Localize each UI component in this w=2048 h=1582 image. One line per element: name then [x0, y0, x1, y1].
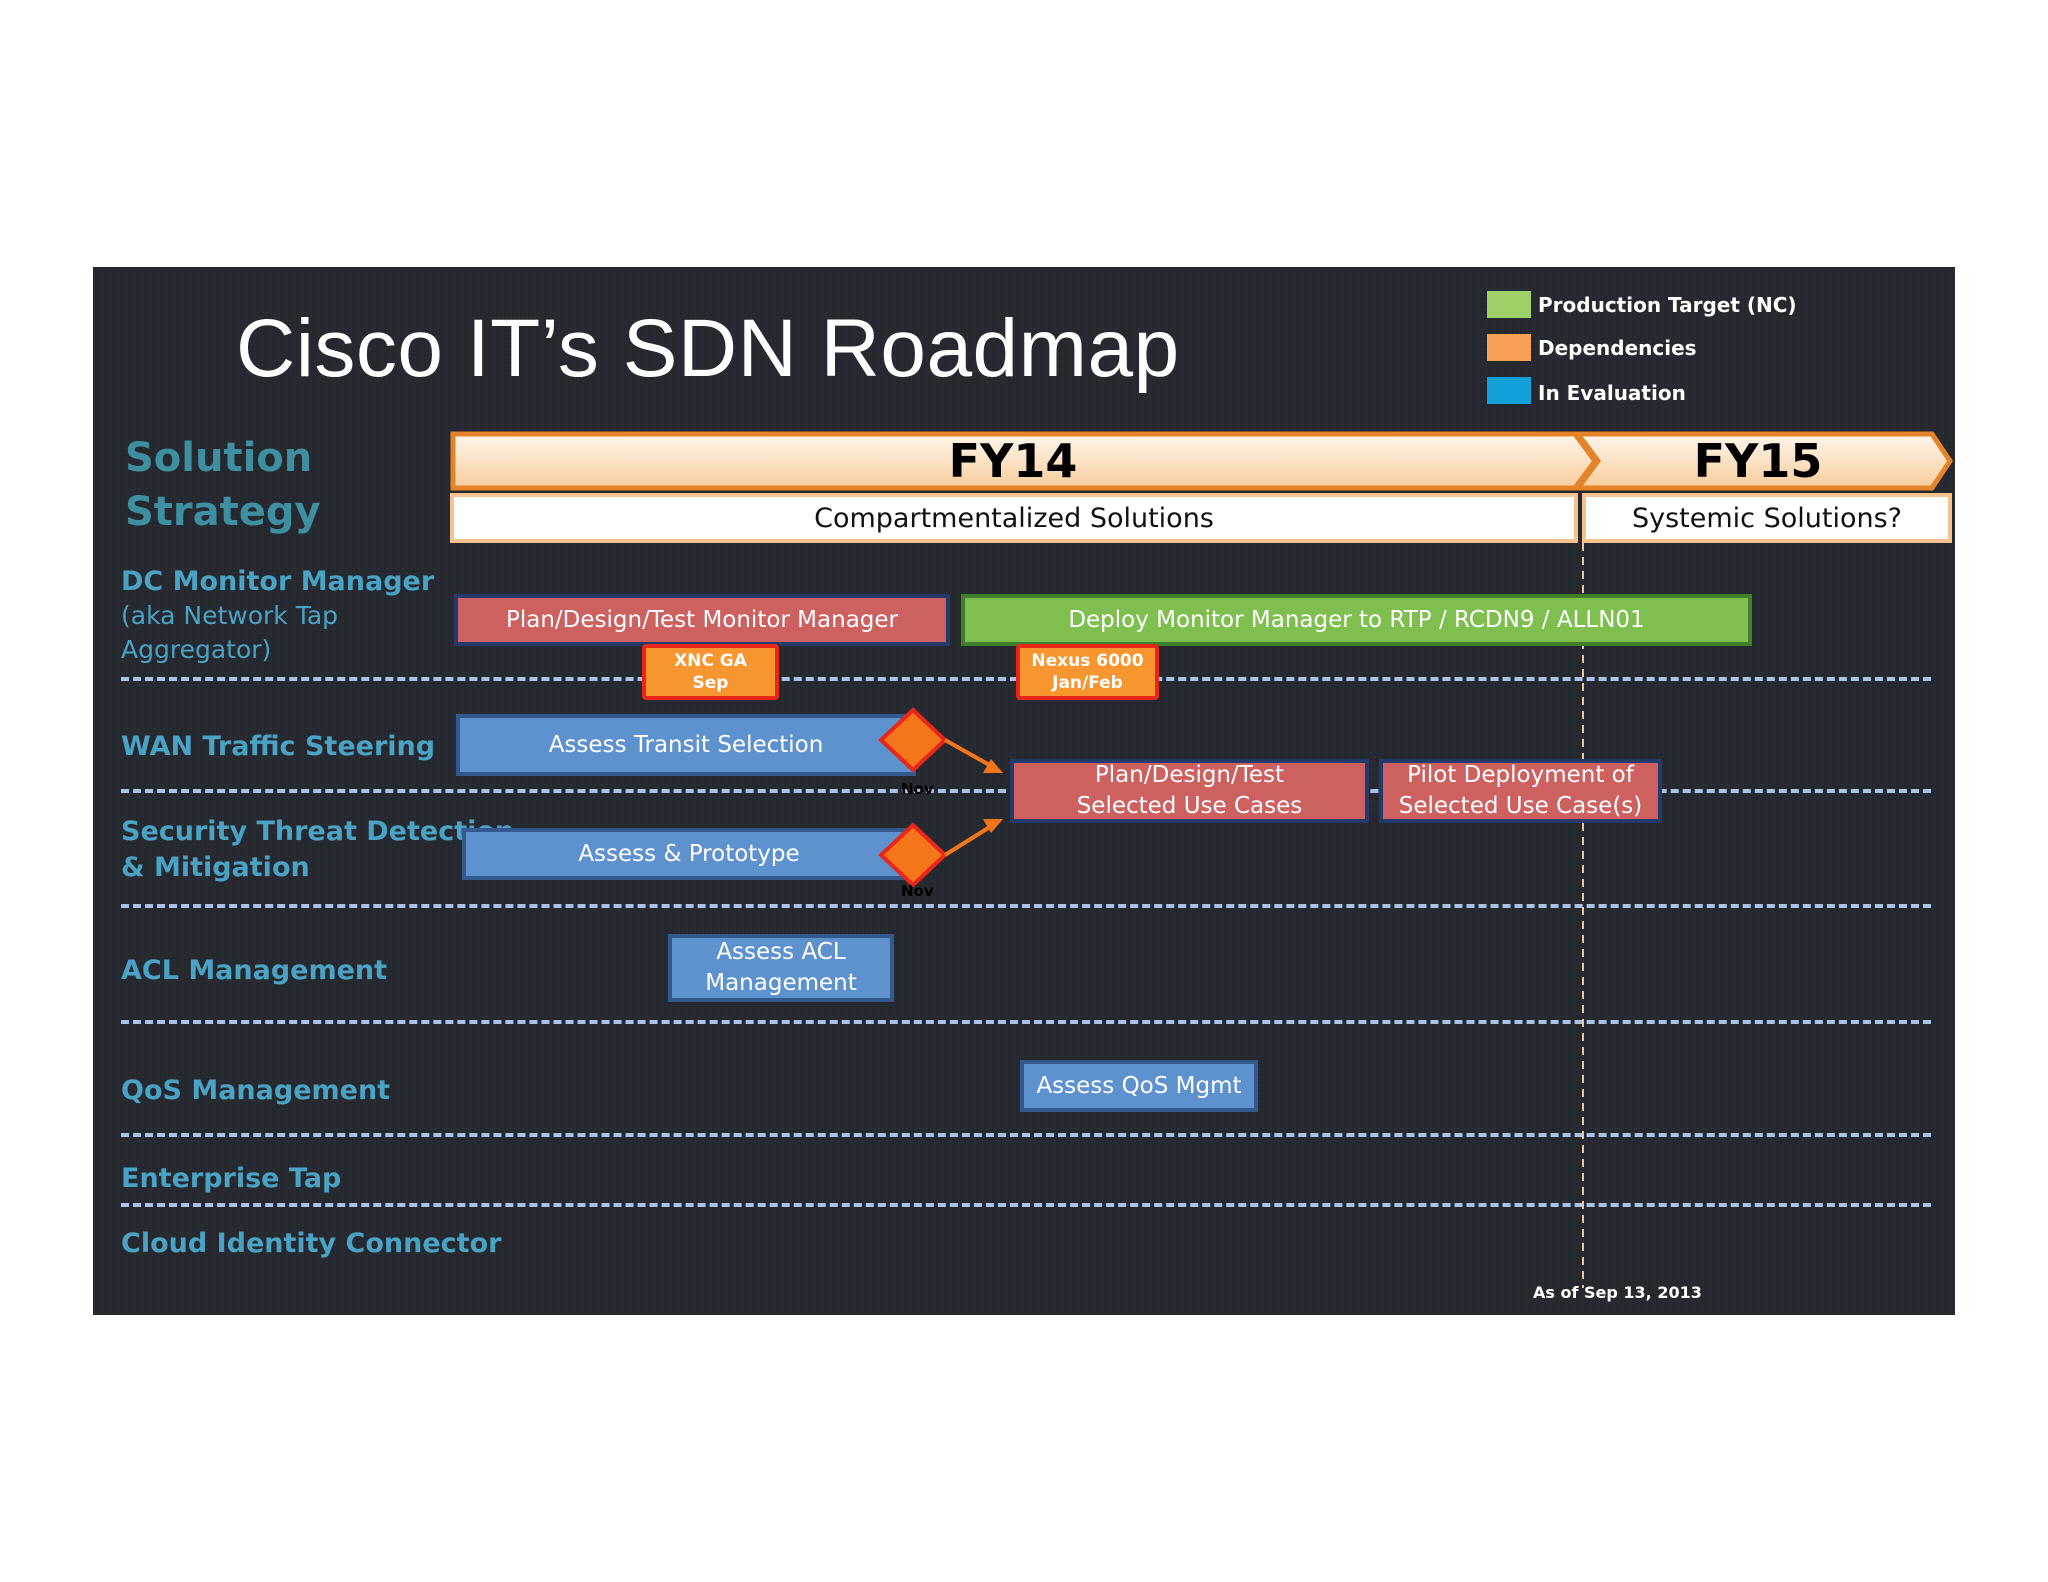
milestone-diamond-wan — [878, 707, 948, 773]
row-label-security-2: & Mitigation — [121, 852, 310, 883]
slide-title: Cisco IT’s SDN Roadmap — [236, 303, 1180, 394]
fy15-label: FY15 — [1693, 434, 1823, 488]
legend-swatch-dependencies — [1487, 334, 1531, 361]
row-separator — [121, 904, 1931, 908]
row-label-dc-monitor: DC Monitor Manager — [121, 566, 435, 597]
legend-label-evaluation: In Evaluation — [1538, 381, 1686, 405]
arrow-head-wan — [983, 759, 1003, 773]
milestone-arrows — [878, 707, 1003, 887]
strategy-label-line1: Solution — [125, 435, 313, 481]
bar-plan-use-cases-line2: Selected Use Cases — [1076, 793, 1303, 819]
row-label-qos: QoS Management — [121, 1075, 391, 1106]
fy15-arrow-shape — [1573, 431, 1954, 491]
phase-fy14: Compartmentalized Solutions — [450, 493, 1578, 543]
dependency-xnc-label: XNC GA — [674, 651, 747, 671]
row-sublabel-dc-monitor-1: (aka Network Tap — [121, 601, 339, 630]
legend-label-dependencies: Dependencies — [1538, 336, 1697, 360]
row-label-security-1: Security Threat Detection — [121, 816, 515, 847]
bar-pilot-line1: Pilot Deployment of — [1407, 762, 1634, 788]
milestone-diamond-security — [878, 822, 948, 887]
bar-acl-line2: Management — [705, 970, 857, 996]
dependency-nexus-label: Nexus 6000 — [1031, 651, 1144, 671]
bar-assess-transit-selection: Assess Transit Selection — [456, 714, 916, 776]
row-separator — [121, 1203, 1931, 1207]
dependency-xnc-ga: XNC GA Sep — [642, 644, 779, 700]
dependency-nexus-date: Jan/Feb — [1052, 673, 1123, 693]
milestone-label-nov-2: Nov — [901, 882, 934, 900]
fy-boundary-line — [1582, 543, 1584, 1288]
fy14-label: FY14 — [948, 434, 1078, 488]
legend-label-production: Production Target (NC) — [1538, 293, 1797, 317]
bar-pilot-deployment: Pilot Deployment of Selected Use Case(s) — [1379, 759, 1662, 823]
legend-swatch-evaluation — [1487, 377, 1531, 404]
bar-plan-monitor-manager: Plan/Design/Test Monitor Manager — [454, 594, 950, 646]
row-sublabel-dc-monitor-2: Aggregator) — [121, 635, 272, 664]
bar-deploy-monitor-manager: Deploy Monitor Manager to RTP / RCDN9 / … — [961, 594, 1752, 646]
row-separator — [121, 1133, 1931, 1137]
bar-assess-qos-mgmt: Assess QoS Mgmt — [1020, 1060, 1258, 1112]
row-label-cloud-identity: Cloud Identity Connector — [121, 1228, 502, 1259]
as-of-date: As of Sep 13, 2013 — [1533, 1283, 1702, 1302]
roadmap-slide: Cisco IT’s SDN Roadmap Production Target… — [93, 267, 1955, 1315]
dependency-nexus-6000: Nexus 6000 Jan/Feb — [1016, 644, 1159, 700]
strategy-label-line2: Strategy — [125, 489, 321, 535]
bar-pilot-line2: Selected Use Case(s) — [1398, 793, 1643, 819]
bar-plan-use-cases-line1: Plan/Design/Test — [1094, 762, 1285, 788]
dependency-xnc-date: Sep — [692, 673, 729, 693]
row-label-enterprise-tap: Enterprise Tap — [121, 1163, 342, 1194]
row-separator — [121, 1020, 1931, 1024]
bar-acl-line1: Assess ACL — [716, 939, 846, 965]
arrow-head-security — [983, 819, 1003, 833]
bar-plan-selected-use-cases: Plan/Design/Test Selected Use Cases — [1010, 759, 1369, 823]
milestone-label-nov-1: Nov — [901, 780, 934, 798]
row-label-acl: ACL Management — [121, 955, 388, 986]
row-label-wan: WAN Traffic Steering — [121, 731, 436, 762]
fiscal-year-arrows — [450, 431, 1954, 491]
arrow-line-wan — [944, 738, 994, 769]
bar-assess-acl-management: Assess ACL Management — [668, 934, 894, 1002]
legend-swatch-production — [1487, 291, 1531, 318]
phase-fy15: Systemic Solutions? — [1582, 493, 1952, 543]
arrow-line-security — [943, 823, 995, 857]
bar-assess-prototype: Assess & Prototype — [462, 828, 916, 880]
